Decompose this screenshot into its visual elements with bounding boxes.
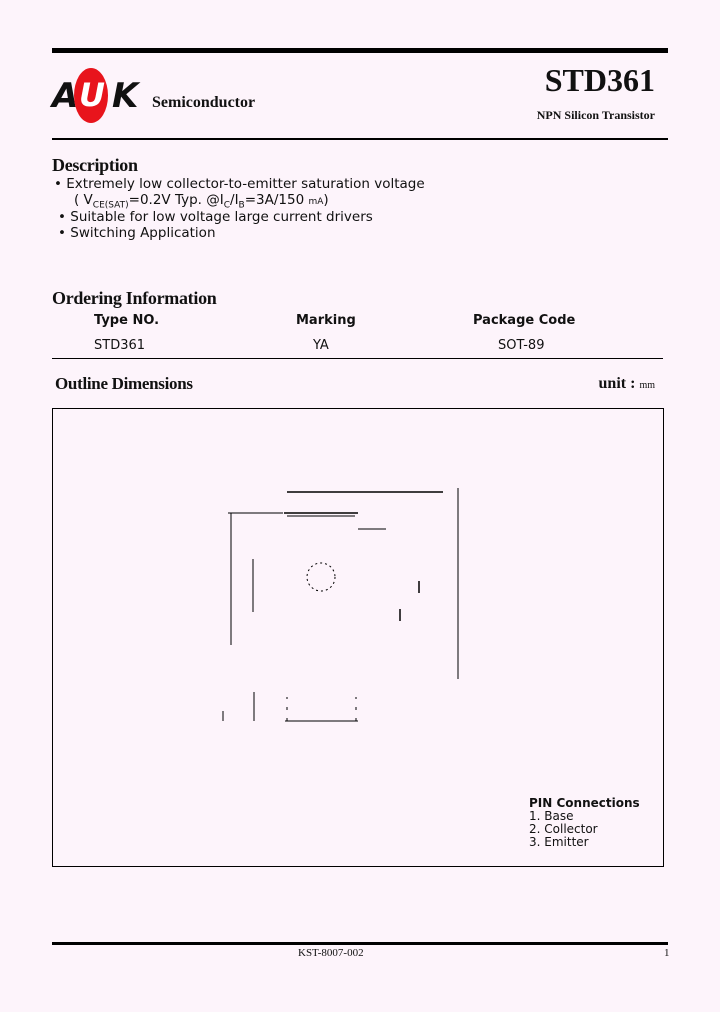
spec-part: =0.2V Typ. @I [128, 192, 224, 208]
logo-company-name: Semiconductor [152, 94, 256, 111]
package-dimension-drawing [222, 488, 459, 722]
outline-title: Outline Dimensions [55, 374, 193, 393]
table-rule [52, 358, 663, 359]
unit-value: mm [639, 380, 655, 391]
part-number: STD361 [544, 62, 655, 98]
header-rule [52, 138, 668, 140]
outline-drawing-box: PIN Connections 1. Base 2. Collector 3. … [52, 408, 664, 867]
cell-package: SOT-89 [498, 338, 545, 353]
unit-text: unit : [598, 375, 636, 392]
logo-letter-a: A [52, 76, 79, 116]
part-subtitle: NPN Silicon Transistor [536, 108, 655, 122]
pin-item: 2. Collector [529, 822, 598, 836]
cell-type: STD361 [94, 338, 146, 353]
column-header-package: Package Code [473, 313, 576, 328]
footer-rule [52, 942, 668, 945]
spec-sub: C [223, 200, 231, 211]
description-bullet: • Switching Application [58, 225, 216, 241]
description-bullet: • Extremely low collector-to-emitter sat… [54, 176, 425, 192]
pin-item: 3. Emitter [529, 835, 589, 849]
ordering-title: Ordering Information [52, 288, 217, 308]
pin-connections: PIN Connections 1. Base 2. Collector 3. … [529, 797, 640, 849]
logo-letter-k: K [112, 76, 139, 116]
bullet-text: Suitable for low voltage large current d… [70, 209, 373, 225]
spec-line: ( VCE(SAT)=0.2V Typ. @IC/IB=3A/150 mA) [74, 192, 329, 211]
spec-part: /I [230, 192, 239, 208]
spec-sub: CE(SAT) [92, 200, 129, 211]
logo-letter-u: U [79, 76, 105, 114]
pin-connections-title: PIN Connections [529, 796, 640, 810]
column-header-marking: Marking [296, 313, 356, 328]
column-header-type: Type NO. [94, 313, 160, 328]
logo-red-ellipse [74, 68, 108, 123]
spec-sub: B [238, 200, 245, 211]
cell-marking: YA [313, 338, 329, 353]
spec-part: ( V [74, 192, 93, 208]
top-rule [52, 48, 668, 53]
spec-part: =3A/150 [244, 192, 305, 208]
page-number: 1 [664, 947, 670, 959]
spec-unit: mA [308, 197, 324, 207]
spec-part: ) [323, 192, 329, 208]
description-bullet: • Suitable for low voltage large current… [58, 209, 373, 225]
company-logo: A U K Semiconductor [52, 66, 272, 126]
pin-item: 1. Base [529, 809, 574, 823]
description-title: Description [52, 155, 138, 175]
bullet-text: Switching Application [70, 225, 216, 241]
bullet-text: Extremely low collector-to-emitter satur… [66, 176, 425, 192]
unit-label: unit : mm [599, 375, 655, 393]
document-number: KST-8007-002 [298, 947, 364, 959]
